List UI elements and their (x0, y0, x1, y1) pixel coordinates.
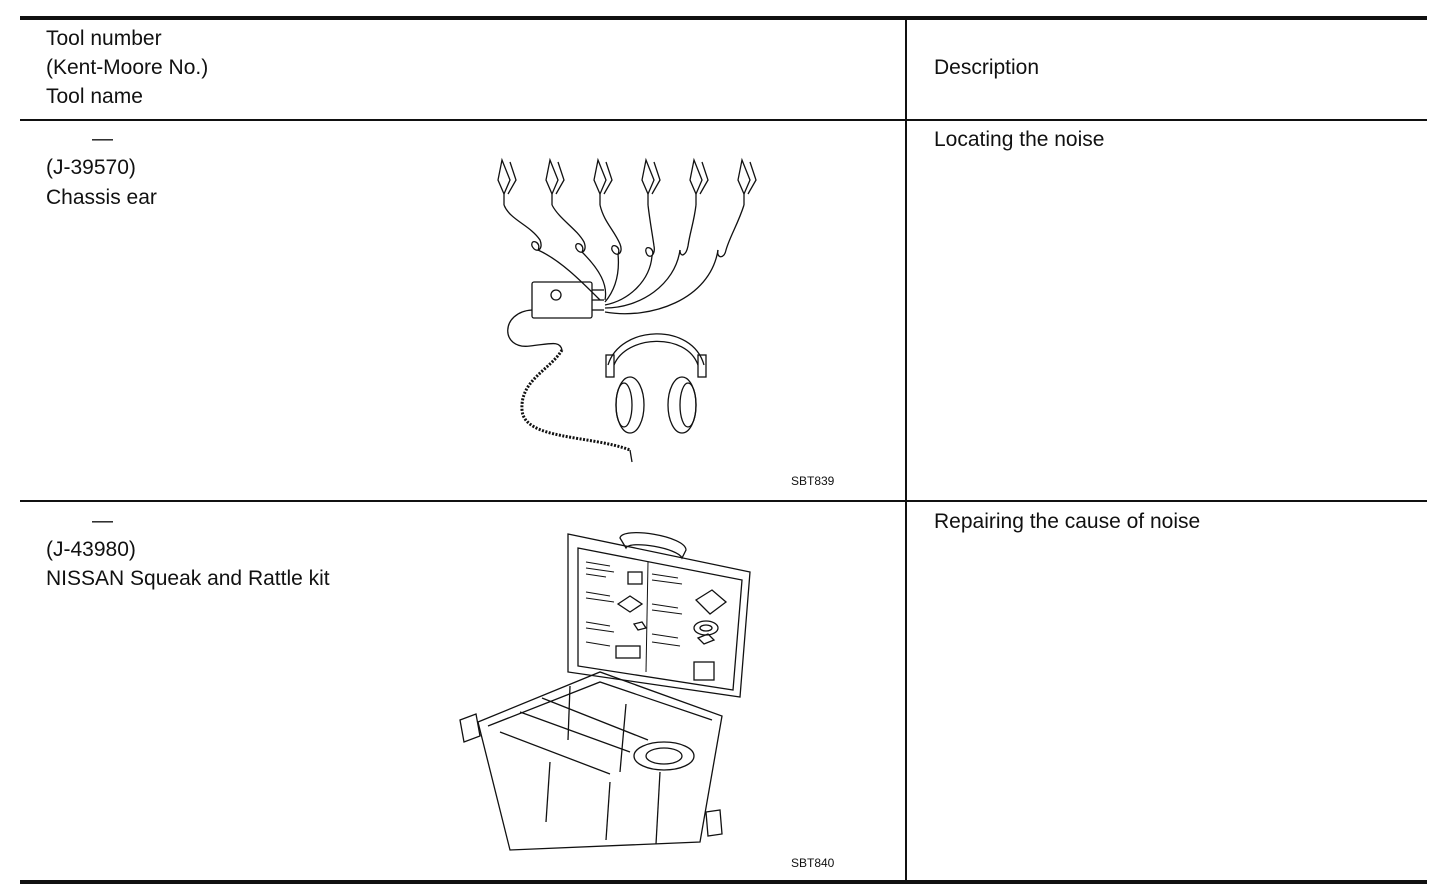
headphones-icon (605, 333, 707, 434)
table-top-border (20, 16, 1427, 20)
header-kent-moore: (Kent-Moore No.) (46, 56, 209, 79)
row2-kent-moore: (J-43980) (46, 538, 136, 561)
chassis-ear-illustration (497, 157, 757, 463)
row-divider (20, 500, 1427, 502)
alligator-clip-icon (641, 157, 661, 205)
figure-id-sbt839: SBT839 (791, 474, 835, 488)
alligator-clip-icon (737, 157, 757, 205)
row1-description: Locating the noise (934, 128, 1105, 151)
row2-description: Repairing the cause of noise (934, 510, 1201, 533)
row2-tool-name: NISSAN Squeak and Rattle kit (46, 567, 330, 590)
alligator-clip-icon (689, 157, 709, 205)
alligator-clip-icon (497, 157, 517, 205)
header-description: Description (934, 56, 1040, 79)
row1-tool-name: Chassis ear (46, 186, 157, 209)
squeak-rattle-kit-illustration (459, 532, 751, 851)
row1-tool-number: — (92, 127, 113, 150)
table-bottom-border (20, 880, 1427, 884)
header-tool-number: Tool number (46, 27, 162, 50)
figure-id-sbt840: SBT840 (791, 856, 835, 870)
column-divider (905, 18, 907, 882)
row2-tool-number: — (92, 509, 113, 532)
alligator-clip-icon (545, 157, 565, 205)
alligator-clip-icon (593, 157, 613, 205)
header-tool-name: Tool name (46, 85, 143, 108)
header-divider (20, 119, 1427, 121)
row1-kent-moore: (J-39570) (46, 156, 136, 179)
